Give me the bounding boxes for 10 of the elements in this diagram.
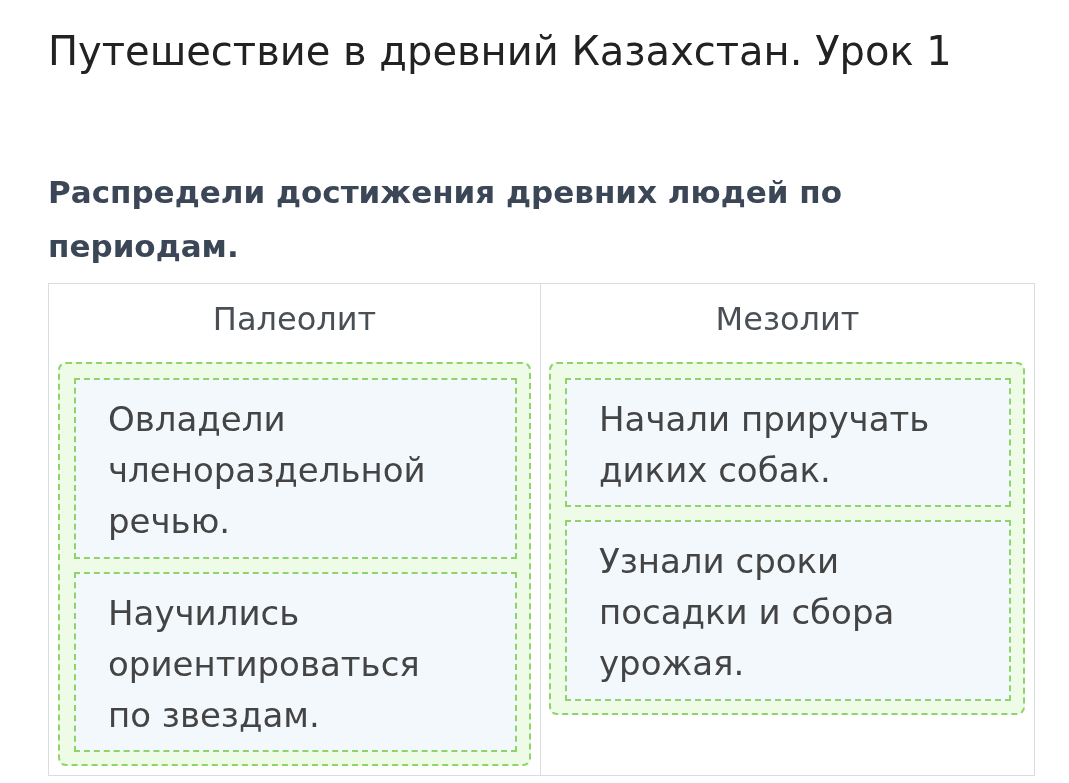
column-header: Мезолит xyxy=(714,300,861,338)
column-header: Палеолит xyxy=(211,300,378,338)
page-title: Путешествие в древний Казахстан. Урок 1 xyxy=(48,28,952,74)
answer-card: Узнали сроки посадки и сбора урожая. xyxy=(565,520,1011,701)
answer-card: Начали приручать диких собак. xyxy=(565,378,1011,507)
answer-card: Научились ориентироваться по звездам. xyxy=(74,572,517,752)
instruction-text: Распредели достижения древних людей по периодам. xyxy=(48,173,843,266)
drop-zone xyxy=(549,362,1025,715)
answer-card: Овладели членораздельной речью. xyxy=(74,378,517,559)
drop-zone xyxy=(58,362,531,766)
